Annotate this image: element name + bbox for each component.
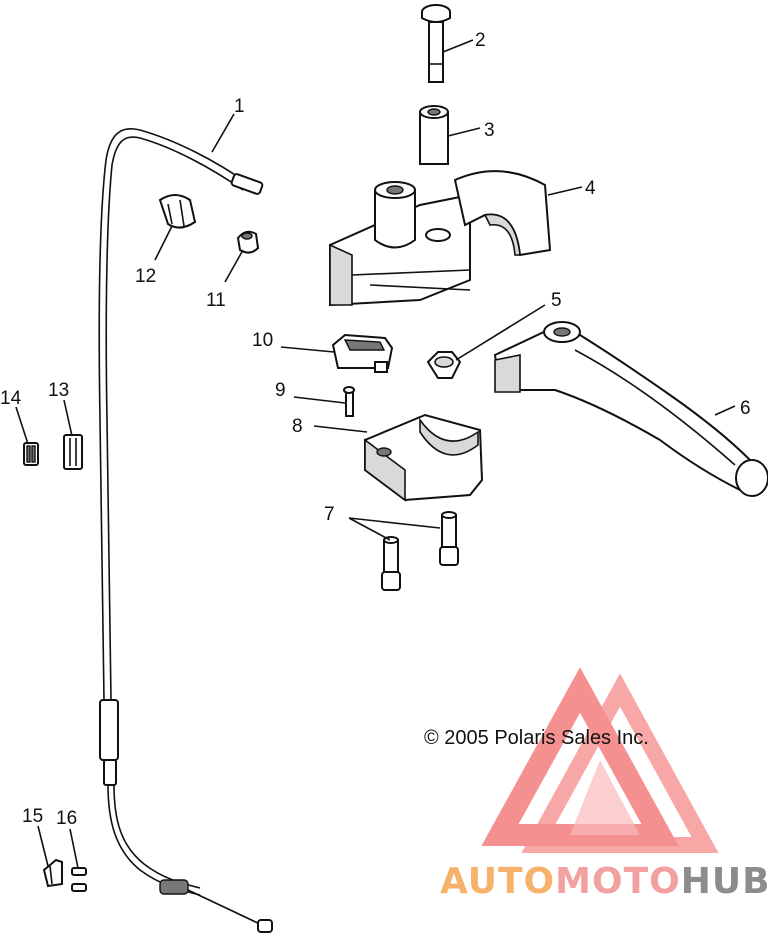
callout-4: 4 — [585, 178, 596, 199]
callout-3: 3 — [484, 120, 495, 141]
callout-15: 15 — [22, 806, 43, 827]
copyright-text: © 2005 Polaris Sales Inc. — [424, 727, 649, 749]
pin-part — [343, 386, 355, 417]
callout-11: 11 — [206, 290, 226, 311]
watermark-logo-icon — [481, 667, 719, 853]
callout-8: 8 — [292, 416, 303, 437]
callout-10: 10 — [252, 330, 273, 351]
callout-16: 16 — [56, 808, 77, 829]
nut-part — [426, 351, 462, 379]
watermark-moto: MOTO — [555, 861, 681, 902]
callout-9: 9 — [275, 380, 286, 401]
spacer-part — [419, 105, 449, 165]
watermark-auto: AUTO — [440, 861, 555, 902]
clip-small-part — [23, 442, 39, 466]
lower-clamp-part — [364, 413, 484, 502]
clamp-body-part — [329, 170, 552, 307]
bracket-part — [42, 858, 63, 888]
leader-lines — [15, 39, 736, 869]
screws-part — [381, 511, 459, 591]
callout-13: 13 — [48, 380, 69, 401]
fasteners-part — [71, 867, 87, 892]
boot-part — [158, 194, 197, 229]
callout-1: 1 — [234, 96, 245, 117]
lever-part — [493, 321, 768, 497]
callout-6: 6 — [740, 398, 751, 419]
clip-part — [63, 434, 83, 470]
watermark-text: AUTOMOTOHUB — [440, 861, 768, 902]
ferrule-part — [236, 230, 260, 254]
callout-2: 2 — [475, 30, 486, 51]
callout-14: 14 — [0, 388, 22, 409]
callout-12: 12 — [135, 266, 156, 287]
bolt-part — [421, 4, 451, 83]
switch-part — [331, 333, 394, 373]
callout-labels: 1 2 3 4 5 6 7 8 9 10 11 12 13 14 15 16 — [0, 30, 751, 829]
callout-7: 7 — [324, 504, 335, 525]
cable-part — [98, 128, 273, 933]
watermark-hub: HUB — [681, 861, 768, 902]
callout-5: 5 — [551, 290, 562, 311]
